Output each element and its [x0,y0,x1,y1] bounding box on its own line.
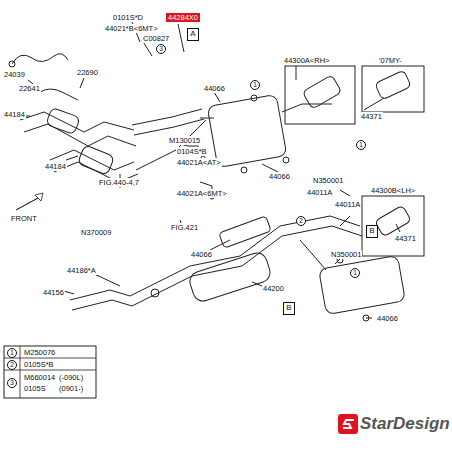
part-number: 44200 [262,284,285,293]
reference-letter: B [284,303,294,312]
part-number: 44011A [334,200,361,209]
part-number: (-090L) [58,373,84,382]
part-number: C00827 [142,34,170,43]
part-number: 44066 [203,84,226,93]
callout-number: 1 [350,268,360,278]
part-number: 44066 [268,172,291,181]
part-number: N370009 [80,228,112,237]
reference-box: B [283,302,295,315]
part-number: 0104S*B [176,147,208,156]
part-number: FIG.421 [170,223,199,232]
part-number: 44011A [306,188,333,197]
part-number: 44184 [44,162,67,171]
part-number: 44066 [376,314,399,323]
part-number: FIG.440-4,7 [98,178,140,187]
callout-number: 1 [7,348,17,358]
part-number: N350001 [330,250,362,259]
part-number: 44021A<AT> [176,158,222,167]
part-number: 44156 [42,288,65,297]
part-number: M660014 [23,373,56,382]
part-number: 44186*A [66,266,97,275]
part-number: 44300A<RH> [283,56,330,65]
part-number: 44066 [190,250,213,259]
callout-number: 1 [356,140,366,150]
part-number: '07MY- [378,56,403,65]
callout-number: 3 [156,44,166,54]
part-number: M130015 [168,136,201,145]
part-number: 0105S [23,384,47,393]
part-number: FRONT [10,214,38,223]
part-number: 0105S*B [23,360,55,369]
part-number: 44184 [3,110,26,119]
part-number: 22641 [18,84,41,93]
part-number: 44371 [360,112,383,121]
part-number: 24039 [3,70,26,79]
part-number: 22690 [76,68,99,77]
part-number: 44021*B<6MT> [104,24,159,33]
watermark: StarDesign [360,414,450,434]
part-number: N350001 [312,176,344,185]
part-number: M250076 [23,348,56,357]
reference-letter: B [367,226,377,235]
reference-box: A [187,28,199,41]
callout-number: 3 [7,378,17,388]
part-number: 44021A<6MT> [176,189,228,198]
callout-number: 2 [296,216,306,226]
callout-number: 2 [7,360,17,370]
reference-box: B [366,225,378,238]
part-number: 0101S*D [112,13,144,22]
callout-number: 1 [250,80,260,90]
part-number: 44371 [394,234,417,243]
part-number: 44300B<LH> [370,186,416,195]
part-number: (0901-) [58,384,84,393]
reference-letter: A [188,29,198,38]
highlighted-part-number: 44284X0 [166,13,200,22]
